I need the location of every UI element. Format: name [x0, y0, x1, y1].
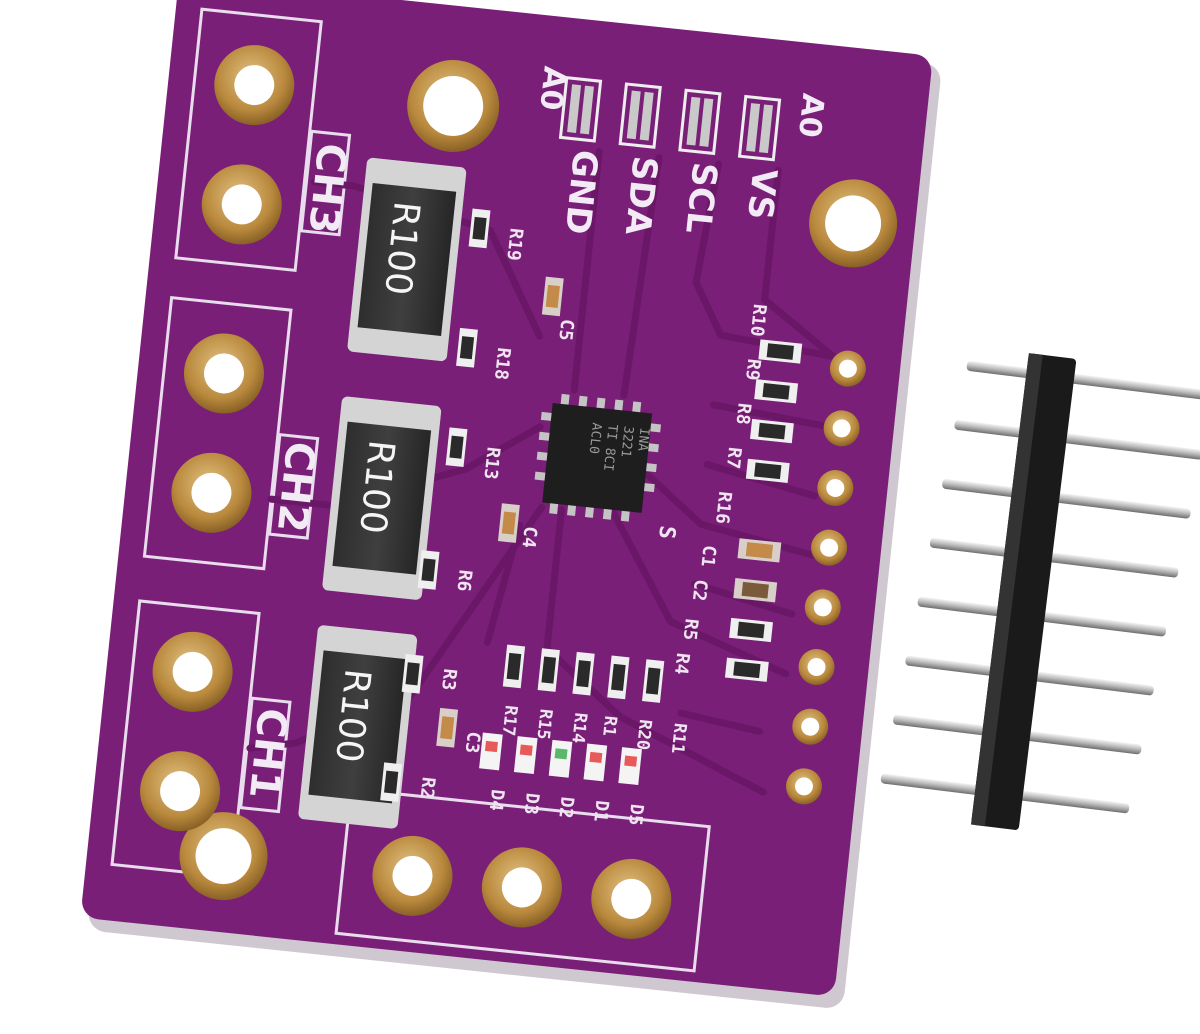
label-c3: C3	[461, 730, 484, 754]
label-r15: R15	[533, 708, 556, 741]
smd-left-column	[380, 208, 564, 803]
channel-outlines	[110, 7, 711, 973]
chip-marking-2: 3221	[617, 425, 635, 458]
smd-right-column	[724, 339, 803, 682]
pin-header	[880, 353, 1200, 830]
label-r17: R17	[498, 704, 521, 737]
label-c2: C2	[688, 578, 711, 602]
label-r13: R13	[479, 446, 503, 481]
shunt-resistor-ch1: R100	[298, 625, 418, 829]
label-r14: R14	[567, 712, 590, 745]
shunt-value-ch1: R100	[327, 667, 378, 765]
ch2-terminals	[171, 333, 264, 533]
label-s: S	[653, 524, 679, 540]
jumper-vs	[737, 94, 782, 162]
channel-label-ch2: CH2	[268, 439, 323, 534]
shunt-value-ch2: R100	[351, 438, 402, 536]
pin-label-vs: VS	[739, 167, 784, 222]
label-r4: R4	[670, 652, 693, 676]
ch3-terminals	[201, 45, 295, 245]
label-r6: R6	[453, 569, 476, 593]
jumper-gnd	[558, 76, 603, 143]
mounting-holes	[179, 59, 898, 901]
pin-label-scl: SCL	[677, 160, 724, 235]
label-r2: R2	[416, 776, 439, 800]
label-d4: D4	[485, 788, 508, 812]
label-d3: D3	[520, 792, 543, 816]
label-d1: D1	[589, 799, 612, 823]
pin-label-gnd: GND	[557, 148, 606, 236]
label-r7: R7	[722, 446, 745, 470]
header-body-highlight	[970, 353, 1043, 827]
jumper-sda	[618, 82, 662, 149]
address-label-left: A0	[532, 65, 571, 113]
reference-designators: R19 C5 R18 R13 C4 R6 R3 C3 R2 R10 R9 R8 …	[416, 227, 770, 827]
label-r1: R1	[598, 715, 620, 737]
shunt-resistor-ch2: R100	[322, 396, 442, 600]
label-r10: R10	[746, 303, 770, 338]
jumper-scl	[678, 88, 722, 156]
bottom-terminals	[372, 835, 672, 939]
pin-label-sda: SDA	[617, 154, 665, 237]
channel-label-ch1: CH1	[240, 706, 295, 801]
chip-marking-1: INA	[634, 427, 651, 452]
label-r9: R9	[741, 358, 764, 382]
label-c4: C4	[517, 525, 540, 549]
label-r8: R8	[732, 402, 755, 426]
channel-terminals	[140, 45, 672, 939]
shunt-value-ch3: R100	[376, 199, 427, 297]
copper-traces	[246, 147, 852, 796]
pin-labels: GND SDA SCL VS A0 A0	[532, 65, 830, 238]
label-d2: D2	[554, 796, 577, 820]
ch1-terminals	[140, 631, 233, 832]
pcb-board: GND SDA SCL VS A0 A0 CH3 CH2 CH1 R100 R1…	[82, 0, 941, 1008]
label-r19: R19	[502, 227, 526, 262]
label-r16: R16	[711, 490, 735, 525]
label-r3: R3	[437, 668, 460, 692]
label-c5: C5	[554, 318, 577, 342]
ina3221-chip: INA 3221 TI 8CI ACL0	[534, 393, 662, 522]
chip-marking-3: TI 8CI	[600, 424, 620, 472]
label-c1: C1	[696, 544, 719, 568]
label-r5: R5	[679, 618, 702, 642]
label-d5: D5	[624, 803, 647, 827]
status-leds	[479, 644, 665, 786]
label-r11: R11	[667, 722, 690, 755]
label-r20: R20	[632, 718, 655, 751]
label-r18: R18	[490, 346, 514, 381]
address-label-right: A0	[791, 92, 830, 140]
address-jumpers	[558, 76, 782, 162]
header-pads	[785, 350, 866, 805]
channel-label-ch3: CH3	[299, 141, 354, 236]
chip-marking-4: ACL0	[586, 422, 604, 455]
shunt-resistor-ch3: R100	[347, 157, 467, 362]
